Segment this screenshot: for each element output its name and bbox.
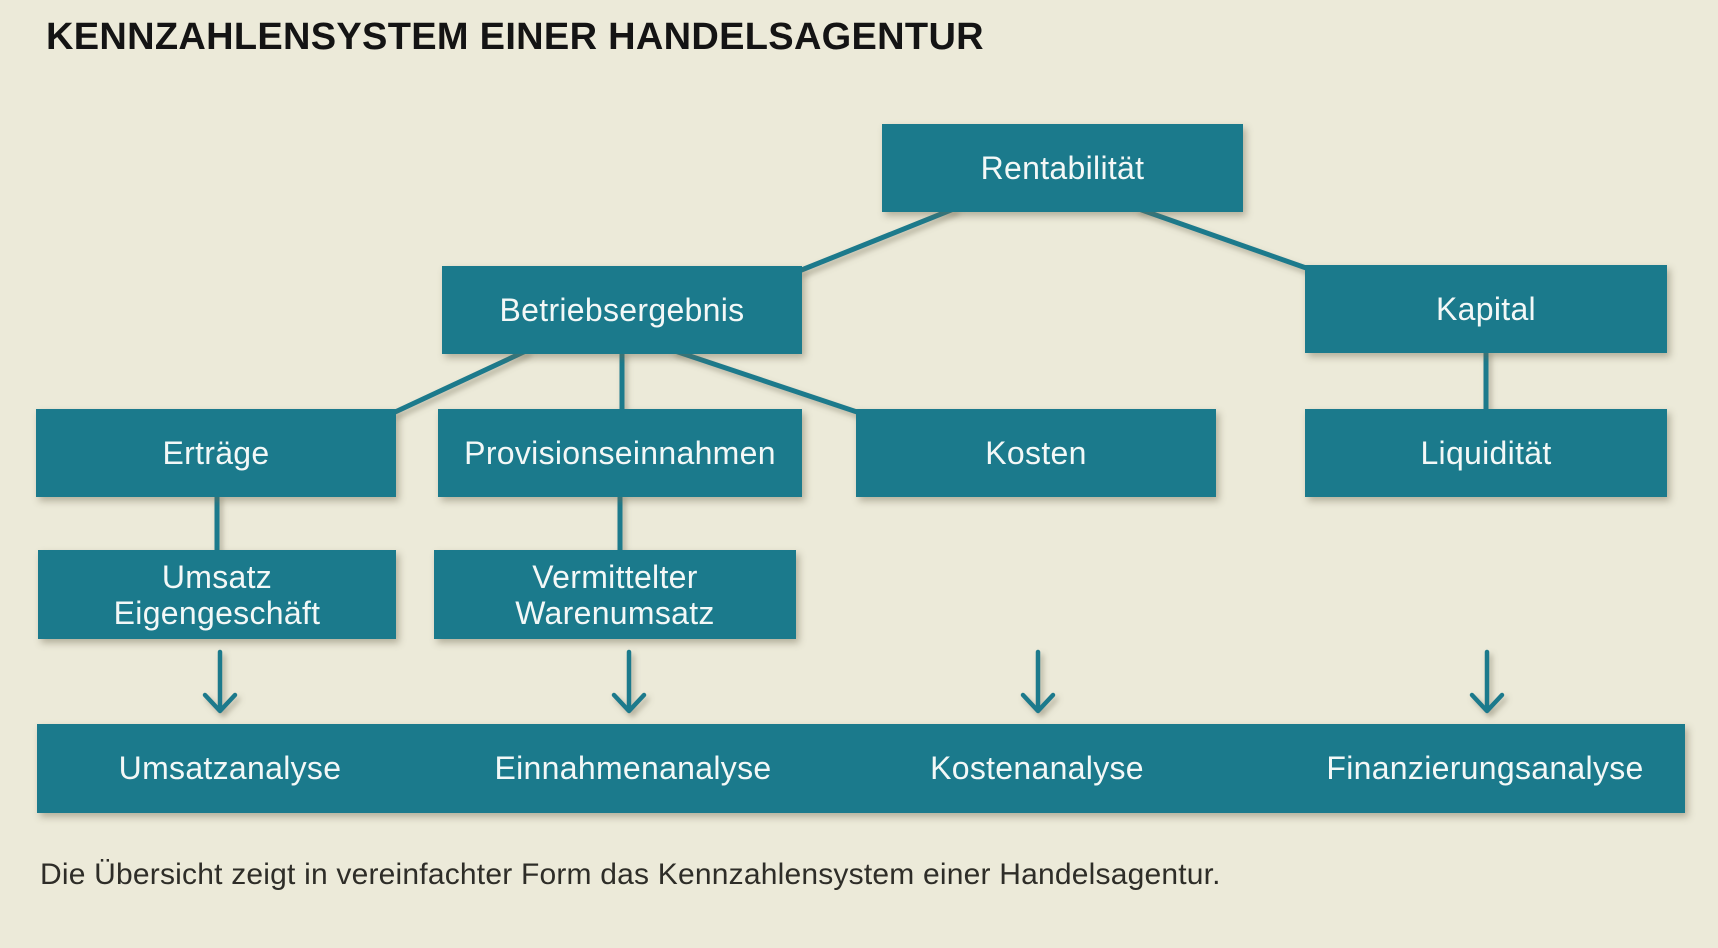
page-title: KENNZAHLENSYSTEM EINER HANDELSAGENTUR [46,16,984,58]
analysis-band [37,724,1685,813]
band-label-finanzierungsanalyse: Finanzierungsanalyse [1326,750,1644,786]
node-betriebsergebnis: Betriebsergebnis [442,266,802,354]
node-label: Betriebsergebnis [499,292,745,328]
node-label-line: Vermittelter [532,558,698,595]
node-vermittelter-warenumsatz: Vermittelter Warenumsatz [434,550,796,639]
node-label: Liquidität [1420,435,1552,471]
node-label-line: Warenumsatz [515,594,715,631]
connector-rentabilitaet-betriebsergebnis [798,205,957,274]
node-liquiditaet: Liquidität [1305,409,1667,497]
node-ertraege: Erträge [36,409,396,497]
node-label-line: Eigengeschäft [113,594,321,631]
down-arrow-icon [1469,649,1505,714]
connector-rentabilitaet-kapital [1135,205,1310,272]
caption: Die Übersicht zeigt in vereinfachter For… [40,858,1221,891]
down-arrow-icon [202,649,238,714]
node-label: Erträge [162,435,270,471]
band-label-kostenanalyse: Kostenanalyse [930,750,1144,786]
node-label-line: Umsatz [161,558,273,595]
node-label: Kosten [985,435,1087,471]
node-label: Kapital [1436,291,1536,327]
node-provisionseinnahmen: Provisionseinnahmen [438,409,802,497]
node-label: Provisionseinnahmen [464,435,776,471]
down-arrow-icon [611,649,647,714]
node-umsatz-eigengeschaeft: Umsatz Eigengeschäft [38,550,396,639]
node-kapital: Kapital [1305,265,1667,353]
node-kosten: Kosten [856,409,1216,497]
connector-betriebsergebnis-ertraege [391,347,530,416]
node-label: Rentabilität [980,150,1145,186]
band-label-einnahmenanalyse: Einnahmenanalyse [494,750,772,786]
down-arrow-icon [1020,649,1056,714]
band-label-umsatzanalyse: Umsatzanalyse [118,750,342,786]
node-rentabilitaet: Rentabilität [882,124,1243,212]
connector-betriebsergebnis-kosten [671,347,861,416]
